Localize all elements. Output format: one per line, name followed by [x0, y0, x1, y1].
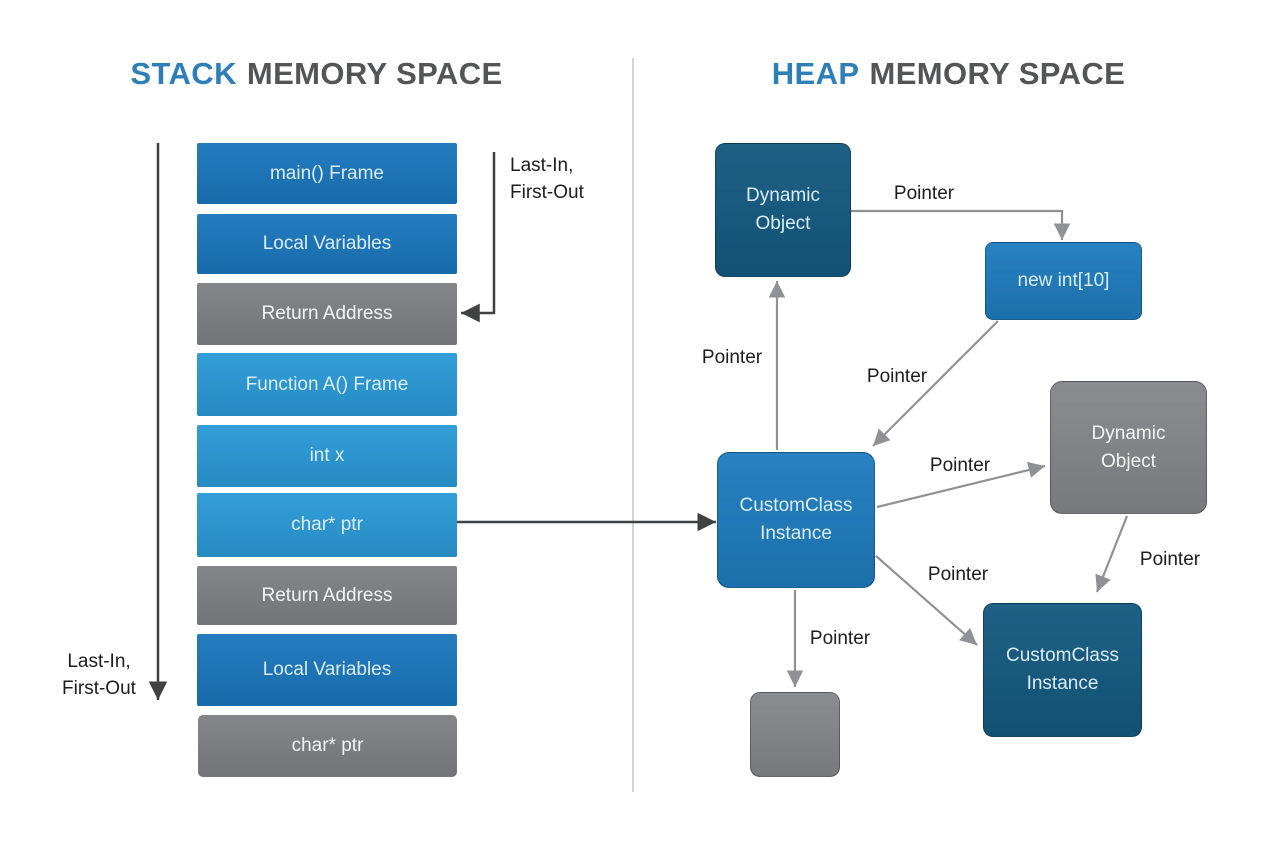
lifo-top-line2: First-Out [510, 182, 584, 203]
heap-node-new-int-array: new int[10] [985, 242, 1142, 320]
heap-node-dynamic-object-1: Dynamic Object [715, 143, 851, 277]
lifo-label-top: Last-In, First-Out [510, 152, 584, 206]
heap-node-customclass-1: CustomClass Instance [717, 452, 875, 588]
lifo-return-address-arrow [461, 152, 496, 323]
dynamicobject-to-newint-arrow [851, 209, 1071, 240]
pointer-label-1: Pointer [893, 183, 955, 204]
pointer-label-3: Pointer [866, 366, 928, 387]
stack-block-function-a-frame: Function A() Frame [197, 353, 457, 416]
pointer-label-7: Pointer [809, 628, 871, 649]
heap-title-highlight: HEAP [771, 56, 860, 91]
stack-block-local-variables: Local Variables [197, 214, 457, 274]
stack-title-rest: MEMORY SPACE [246, 56, 503, 91]
section-divider [632, 58, 634, 792]
stack-block-main-frame: main() Frame [197, 143, 457, 204]
pointer-label-2: Pointer [701, 347, 763, 368]
pointer-label-6: Pointer [927, 564, 989, 585]
stack-block-char-ptr-detached: char* ptr [198, 715, 457, 777]
stack-title-highlight: STACK [130, 56, 237, 91]
heap-title-rest: MEMORY SPACE [869, 56, 1126, 91]
pointer-label-5: Pointer [1139, 549, 1201, 570]
graydynamic-to-darkcustomclass-arrow [1095, 515, 1129, 593]
heap-title: HEAP MEMORY SPACE [633, 56, 1264, 92]
pointer-label-4: Pointer [929, 455, 991, 476]
heap-node-dynamic-object-2: Dynamic Object [1050, 381, 1207, 514]
stack-block-local-variables-2: Local Variables [197, 634, 457, 706]
lifo-label-bottom: Last-In, First-Out [39, 648, 159, 702]
stack-block-return-address: Return Address [197, 283, 457, 345]
stack-block-char-ptr: char* ptr [197, 493, 457, 557]
stack-block-return-address-2: Return Address [197, 566, 457, 625]
lifo-bottom-line1: Last-In, [67, 651, 131, 672]
heap-node-customclass-2: CustomClass Instance [983, 603, 1142, 737]
lifo-bottom-line2: First-Out [62, 678, 136, 699]
stack-block-int-x: int x [197, 425, 457, 487]
heap-node-anonymous [750, 692, 840, 777]
lifo-top-line1: Last-In, [510, 155, 574, 176]
stack-title: STACK MEMORY SPACE [0, 56, 633, 92]
